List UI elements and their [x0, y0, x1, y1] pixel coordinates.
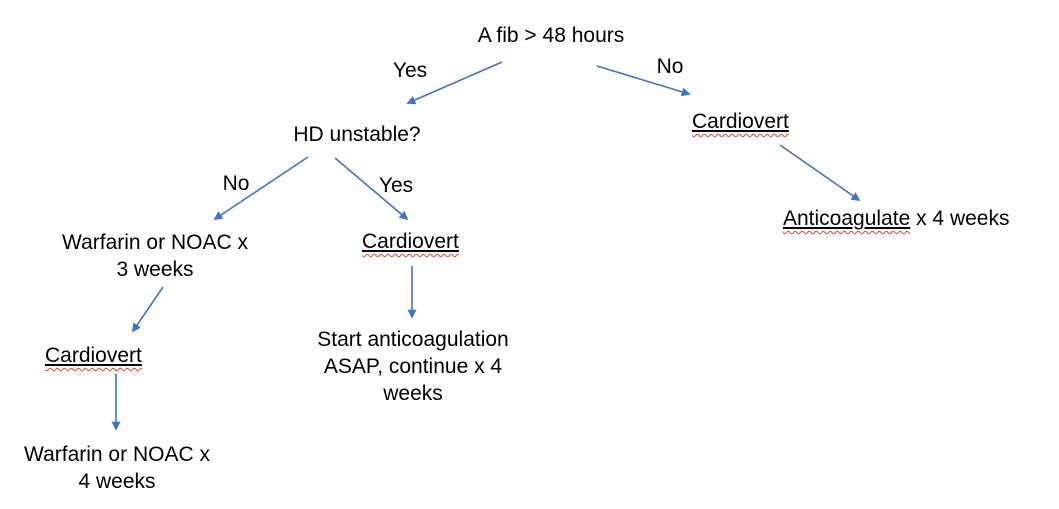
node-afib-48-hours: A fib > 48 hours	[477, 24, 625, 47]
node-cardiovert-left: Cardiovert	[45, 342, 142, 369]
node-cardiovert-middle: Cardiovert	[362, 228, 459, 255]
misspelled-text: Cardiovert	[692, 110, 789, 133]
node-anticoagulate-4-weeks: Anticoagulate x 4 weeks	[783, 205, 1009, 232]
underlined-text: Cardiovert	[45, 344, 142, 367]
node-warfarin-noac-3-weeks: Warfarin or NOAC x 3 weeks	[35, 229, 275, 283]
node-cardiovert-right: Cardiovert	[692, 108, 789, 135]
arrow-3weeks-to-cardiovert	[131, 286, 164, 333]
edge-label-root-no: No	[656, 55, 684, 78]
arrow-cardiovert-to-anticoagulate	[779, 144, 861, 202]
misspelled-text: Cardiovert	[362, 230, 459, 253]
node-line: ASAP, continue x 4	[323, 355, 503, 378]
node-line: 4 weeks	[78, 470, 156, 493]
misspelled-text: Cardiovert	[45, 344, 142, 367]
node-text: x 4 weeks	[910, 207, 1010, 230]
edge-label-hd-yes: Yes	[378, 174, 414, 197]
edge-label-root-yes: Yes	[392, 59, 428, 82]
node-hd-unstable: HD unstable?	[293, 123, 421, 146]
node-start-anticoagulation: Start anticoagulation ASAP, continue x 4…	[293, 326, 533, 407]
edge-label-hd-no: No	[222, 172, 250, 195]
node-line: Start anticoagulation	[317, 328, 509, 351]
node-line: Warfarin or NOAC x	[24, 443, 210, 466]
node-line: Warfarin or NOAC x	[62, 231, 248, 254]
underlined-text: Cardiovert	[362, 230, 459, 253]
underlined-text: Anticoagulate	[783, 207, 910, 230]
node-line: weeks	[383, 382, 443, 405]
underlined-text: Cardiovert	[692, 110, 789, 133]
arrow-hd-yes	[334, 157, 409, 221]
arrow-root-no	[596, 65, 691, 97]
misspelled-text: Anticoagulate	[783, 207, 911, 230]
node-line: 3 weeks	[116, 258, 194, 281]
arrow-root-yes	[406, 61, 503, 105]
node-warfarin-noac-4-weeks: Warfarin or NOAC x 4 weeks	[0, 441, 237, 495]
arrow-hd-no	[213, 156, 309, 220]
